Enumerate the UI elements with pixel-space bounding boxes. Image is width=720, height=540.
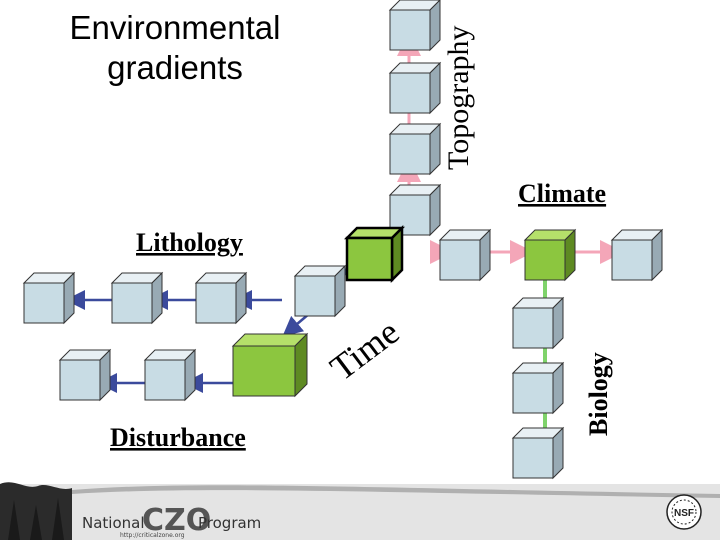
cube-topography-3 bbox=[389, 123, 441, 175]
cube-climate-3 bbox=[611, 229, 663, 281]
label-biology: Biology bbox=[584, 352, 613, 436]
cube-biology-1 bbox=[512, 297, 564, 349]
cube-topography-1 bbox=[389, 0, 441, 51]
label-disturbance: Disturbance bbox=[110, 423, 246, 452]
footer-brand-prefix: National bbox=[82, 514, 145, 532]
label-lithology: Lithology bbox=[136, 228, 243, 257]
title-line-2: gradients bbox=[107, 49, 243, 86]
footer-brand-suffix: Program bbox=[198, 514, 261, 532]
cube-biology-3 bbox=[512, 427, 564, 479]
label-time: Time bbox=[323, 311, 407, 388]
cube-lithology-2 bbox=[111, 272, 163, 324]
title-line-1: Environmental bbox=[69, 9, 281, 46]
tree-trunks-icon bbox=[8, 498, 64, 540]
cube-biology-2 bbox=[512, 362, 564, 414]
nsf-logo-text: NSF bbox=[674, 508, 694, 519]
footer-url[interactable]: http://criticalzone.org bbox=[120, 532, 185, 539]
cube-lithology-1 bbox=[23, 272, 75, 324]
cube-disturbance-2 bbox=[144, 349, 196, 401]
footer-banner: National CZO Program http://criticalzone… bbox=[0, 482, 720, 540]
footer-brand-mid: CZO bbox=[142, 503, 211, 538]
page-title: Environmental gradients bbox=[30, 8, 320, 88]
cube-time-1 bbox=[294, 265, 346, 317]
label-topography: Topography bbox=[442, 25, 475, 170]
cube-lithology-3 bbox=[195, 272, 247, 324]
cube-climate-green bbox=[523, 228, 577, 282]
cube-topography-2 bbox=[389, 62, 441, 114]
cube-disturbance-1 bbox=[59, 349, 111, 401]
nsf-logo-icon: NSF bbox=[666, 494, 702, 530]
cube-climate-1 bbox=[439, 229, 491, 281]
cube-origin-green bbox=[343, 224, 406, 284]
label-climate: Climate bbox=[518, 179, 606, 208]
horizon-line bbox=[72, 485, 720, 498]
cube-disturbance-green bbox=[231, 332, 309, 398]
